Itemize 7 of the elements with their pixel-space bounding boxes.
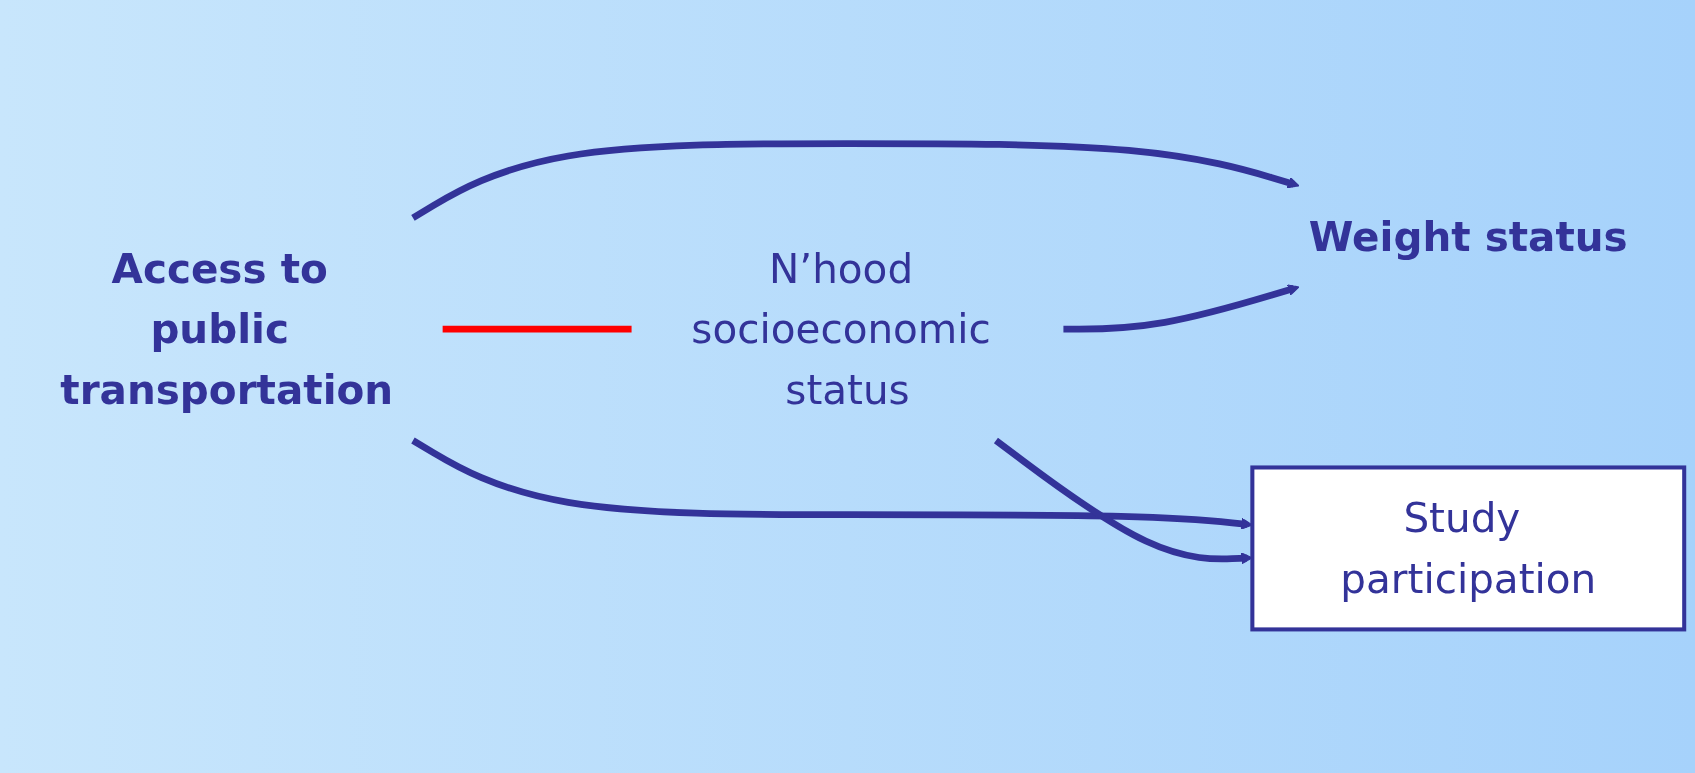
node-text: Weight status — [1308, 212, 1628, 260]
connector — [442, 325, 632, 333]
arrow — [411, 140, 1300, 221]
arrow — [1063, 284, 1300, 333]
node-text: Access to public transportation — [60, 244, 394, 414]
node-text: N’hood socioeconomic status — [691, 244, 991, 414]
node-box: Study participation — [1250, 465, 1687, 632]
